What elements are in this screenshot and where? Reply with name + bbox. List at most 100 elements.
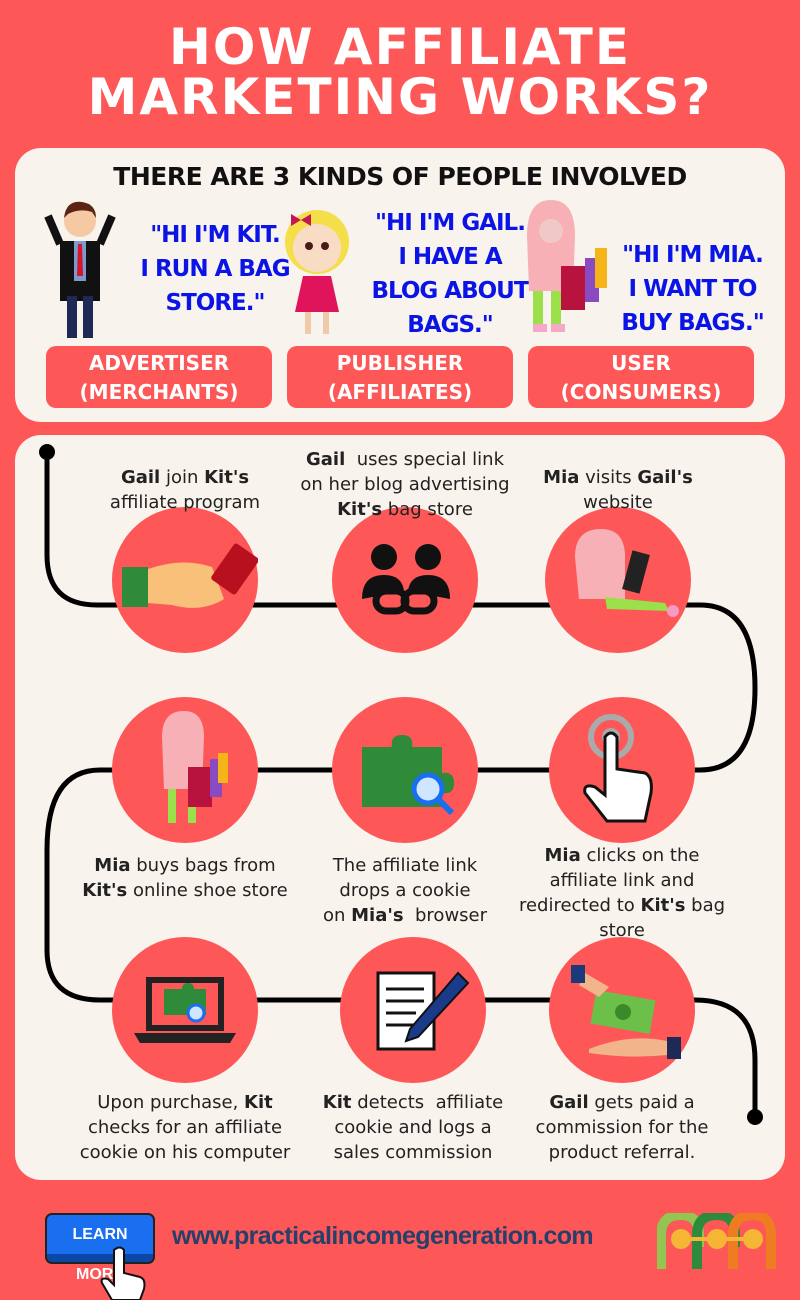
step-text: sales commission [333, 1142, 493, 1163]
mia-laptop-icon [575, 529, 679, 617]
step-line: Gail gets paid a [502, 1090, 742, 1115]
step-line: cookie on his computer [65, 1140, 305, 1165]
quote-line: I HAVE A [398, 244, 502, 270]
money-hand-icon [571, 965, 681, 1059]
step-circle [549, 937, 695, 1083]
step-text: uses special link [345, 449, 505, 470]
step-text: drops a cookie [339, 880, 471, 901]
document-pen-icon [376, 971, 470, 1051]
step-text: join [160, 467, 205, 488]
step-line: cookie and logs a [293, 1115, 533, 1140]
quote-line: STORE." [165, 290, 266, 316]
website-link[interactable]: www.practicalincomegeneration.com [172, 1222, 594, 1250]
step-line: Gail join Kit's [65, 465, 305, 490]
mia-character-icon [527, 200, 607, 332]
role-label: ADVERTISER [88, 351, 230, 375]
step-line: website [498, 490, 738, 515]
person-name: Gail's [637, 467, 693, 488]
step-line: Upon purchase, Kit [65, 1090, 305, 1115]
person-name: Gail [120, 467, 161, 488]
kit-character-icon [44, 201, 116, 338]
role-sublabel: (AFFILIATES) [327, 380, 473, 404]
role-publisher: PUBLISHER(AFFILIATES) [287, 346, 513, 408]
step-text: detects affiliate [351, 1092, 504, 1113]
step-line: redirected to Kit's bag [502, 893, 742, 918]
link-people-icon [362, 544, 450, 615]
step-line: affiliate program [65, 490, 305, 515]
quote-line: BUY BAGS." [621, 310, 764, 336]
step-text: on her blog advertising [300, 474, 510, 495]
step-line: sales commission [293, 1140, 533, 1165]
hand-click-icon [583, 714, 653, 823]
learn-more-button[interactable]: LEARN MORE [47, 1215, 153, 1283]
step-text: on [322, 905, 352, 926]
step-circle [545, 507, 691, 653]
step-line: Kit's online shoe store [65, 878, 305, 903]
step-line: Gail uses special link [285, 447, 525, 472]
quote-line: BAGS." [407, 312, 494, 338]
step-line: Mia clicks on the [502, 843, 742, 868]
step-text: store [599, 920, 645, 941]
person-name: Mia [94, 855, 131, 876]
step-line: product referral. [502, 1140, 742, 1165]
step-text: visits [579, 467, 638, 488]
kit-quote: "HI I'M KIT. I RUN A BAG STORE." [120, 218, 310, 320]
step-text: cookie on his computer [79, 1142, 291, 1163]
step-circle [340, 937, 486, 1083]
handshake-icon [122, 543, 259, 608]
person-name: Kit's [640, 895, 686, 916]
step-text: affiliate link and [549, 870, 695, 891]
person-name: Mia [543, 467, 580, 488]
step-text: clicks on the [580, 845, 700, 866]
ppm-logo [657, 1213, 776, 1269]
laptop-puzzle-icon [134, 977, 236, 1043]
hand-pointer-icon [100, 1246, 146, 1300]
step-circle [332, 507, 478, 653]
step-circle [112, 697, 258, 843]
step-line: commission for the [502, 1115, 742, 1140]
step-line: checks for an affiliate [65, 1115, 305, 1140]
person-name: Kit's [82, 880, 128, 901]
person-name: Mia [544, 845, 581, 866]
step-text: product referral. [548, 1142, 696, 1163]
step-line: Mia buys bags from [65, 853, 305, 878]
step-text: bag store [382, 499, 473, 520]
step-text: commission for the [535, 1117, 709, 1138]
quote-line: "HI I'M MIA. [622, 242, 764, 268]
quote-line: I RUN A BAG [140, 256, 290, 282]
step-line: affiliate link and [502, 868, 742, 893]
learn-more-label: LEARN MORE [72, 1226, 128, 1283]
person-name: Gail [549, 1092, 589, 1113]
gail-character-icon [285, 210, 349, 334]
quote-line: "HI I'M KIT. [150, 222, 281, 248]
step-line: The affiliate link [285, 853, 525, 878]
path-start-dot [39, 444, 55, 460]
role-advertiser: ADVERTISER (MERCHANTS) [46, 346, 272, 408]
person-name: Mia's [351, 905, 404, 926]
person-name: Kit's [204, 467, 250, 488]
title-line-2: MARKETING WORKS? [87, 68, 713, 126]
step-line: Mia visits Gail's [498, 465, 738, 490]
puzzle-search-icon [362, 735, 455, 816]
person-name: Gail [305, 449, 346, 470]
step-text: checks for an affiliate [87, 1117, 283, 1138]
step-line: Kit's bag store [285, 497, 525, 522]
people-panel: THERE ARE 3 KINDS OF PEOPLE INVOLVED "HI… [15, 148, 785, 422]
person-name: Kit's [337, 499, 383, 520]
step-circle [112, 937, 258, 1083]
role-sublabel: (MERCHANTS) [79, 380, 239, 404]
step-circle [112, 507, 259, 653]
mia-shopping-icon [162, 711, 228, 823]
person-name: Kit [322, 1092, 352, 1113]
step-line: drops a cookie [285, 878, 525, 903]
people-heading: THERE ARE 3 KINDS OF PEOPLE INVOLVED [113, 162, 687, 191]
step-line: on Mia's browser [285, 903, 525, 928]
page-title: HOW AFFILIATE MARKETING WORKS? [0, 22, 800, 122]
